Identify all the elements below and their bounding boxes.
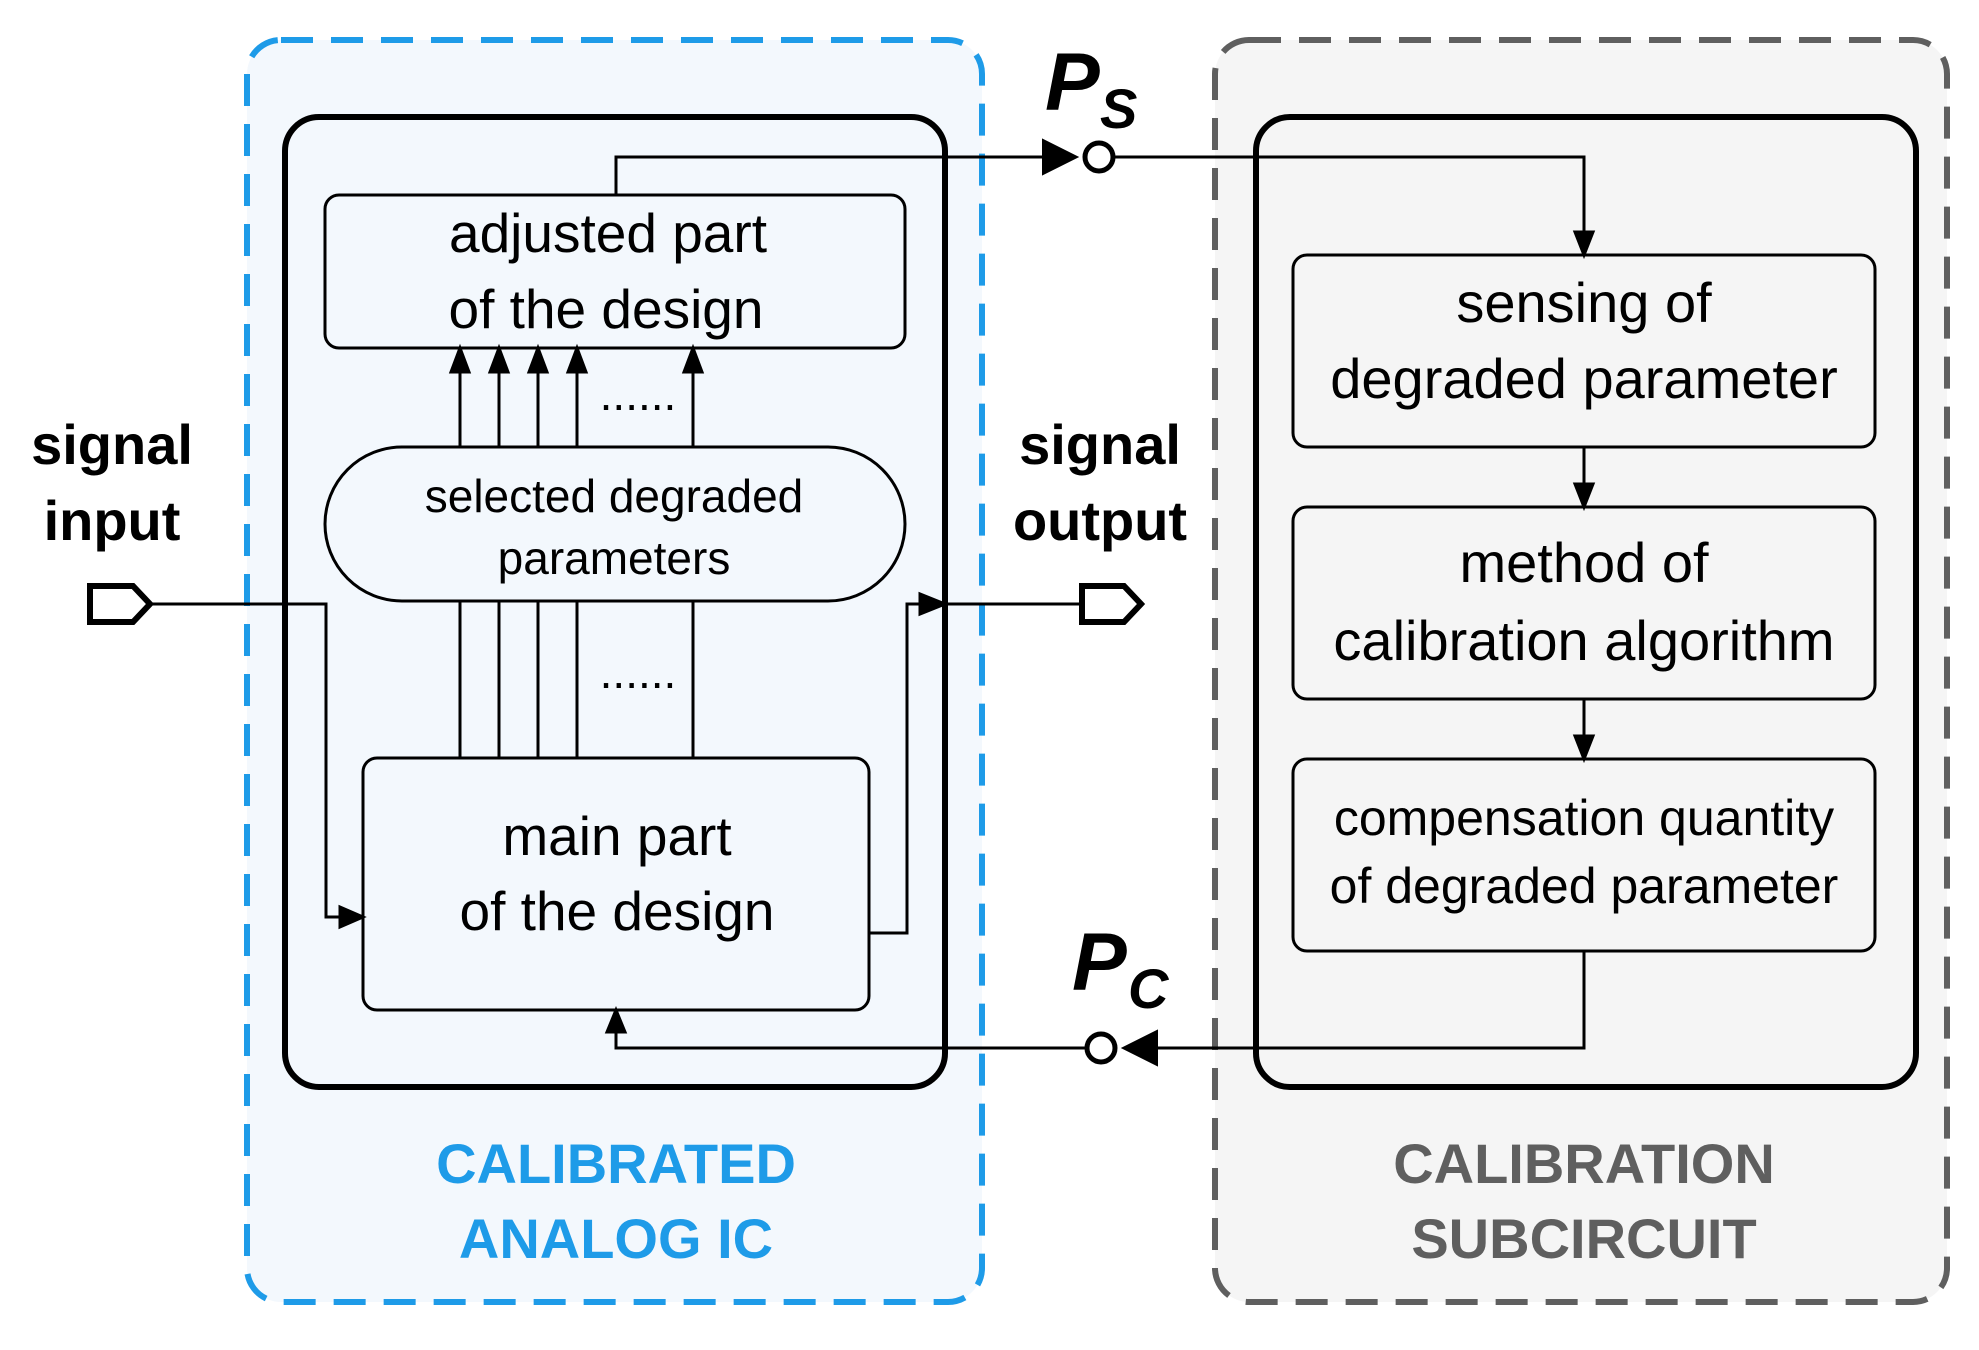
pc-subscript: C <box>1128 957 1170 1020</box>
main-part-label-1: main part <box>502 805 731 867</box>
parameter-lines-down <box>458 601 695 758</box>
calibrated-analog-ic-title-1: CALIBRATED <box>436 1132 796 1195</box>
signal-output-connection <box>869 583 1146 935</box>
signal-output-port-icon <box>1079 583 1146 625</box>
selected-parameters-block <box>323 445 907 603</box>
signal-input-connection <box>87 583 367 930</box>
selected-parameters-label-2: parameters <box>498 532 731 584</box>
calibration-subcircuit-group <box>1212 37 1950 1305</box>
adjusted-part-label-2: of the design <box>449 278 764 340</box>
sensing-label-2: degraded parameter <box>1330 347 1837 410</box>
signal-output-label-1: signal <box>1019 413 1181 476</box>
calibrated-analog-ic-title-2: ANALOG IC <box>459 1207 773 1270</box>
sensing-label-1: sensing of <box>1456 271 1712 334</box>
selected-parameters-label-1: selected degraded <box>425 470 804 522</box>
main-part-label-2: of the design <box>460 880 775 942</box>
ps-port-icon <box>1082 140 1116 174</box>
subcircuit-frame <box>1253 114 1919 1090</box>
signal-input-label-1: signal <box>31 413 193 476</box>
signal-input-port-icon <box>87 583 155 625</box>
analog-ic-frame <box>282 114 948 1090</box>
parameter-dots-bottom: ...... <box>600 646 677 698</box>
ps-connection <box>614 138 1596 260</box>
calibration-subcircuit-title-1: CALIBRATION <box>1393 1132 1775 1195</box>
pc-label: P <box>1072 917 1127 1008</box>
compensation-label-2: of degraded parameter <box>1330 858 1839 914</box>
calibrated-analog-ic-group <box>244 37 985 1305</box>
signal-input-label-2: input <box>44 489 181 552</box>
ps-subscript: S <box>1100 77 1137 140</box>
pc-connection <box>604 951 1586 1067</box>
method-label-1: method of <box>1459 531 1708 594</box>
method-label-2: calibration algorithm <box>1333 609 1834 672</box>
calibration-subcircuit-title-2: SUBCIRCUIT <box>1411 1207 1756 1270</box>
ps-label: P <box>1045 37 1100 128</box>
signal-output-label-2: output <box>1013 489 1187 552</box>
compensation-label-1: compensation quantity <box>1334 790 1834 846</box>
right-flow-arrows <box>1572 447 1596 764</box>
parameter-arrows-up <box>448 343 705 447</box>
adjusted-part-label-1: adjusted part <box>449 202 767 264</box>
parameter-dots-top: ...... <box>600 368 677 420</box>
pc-port-icon <box>1084 1031 1118 1065</box>
